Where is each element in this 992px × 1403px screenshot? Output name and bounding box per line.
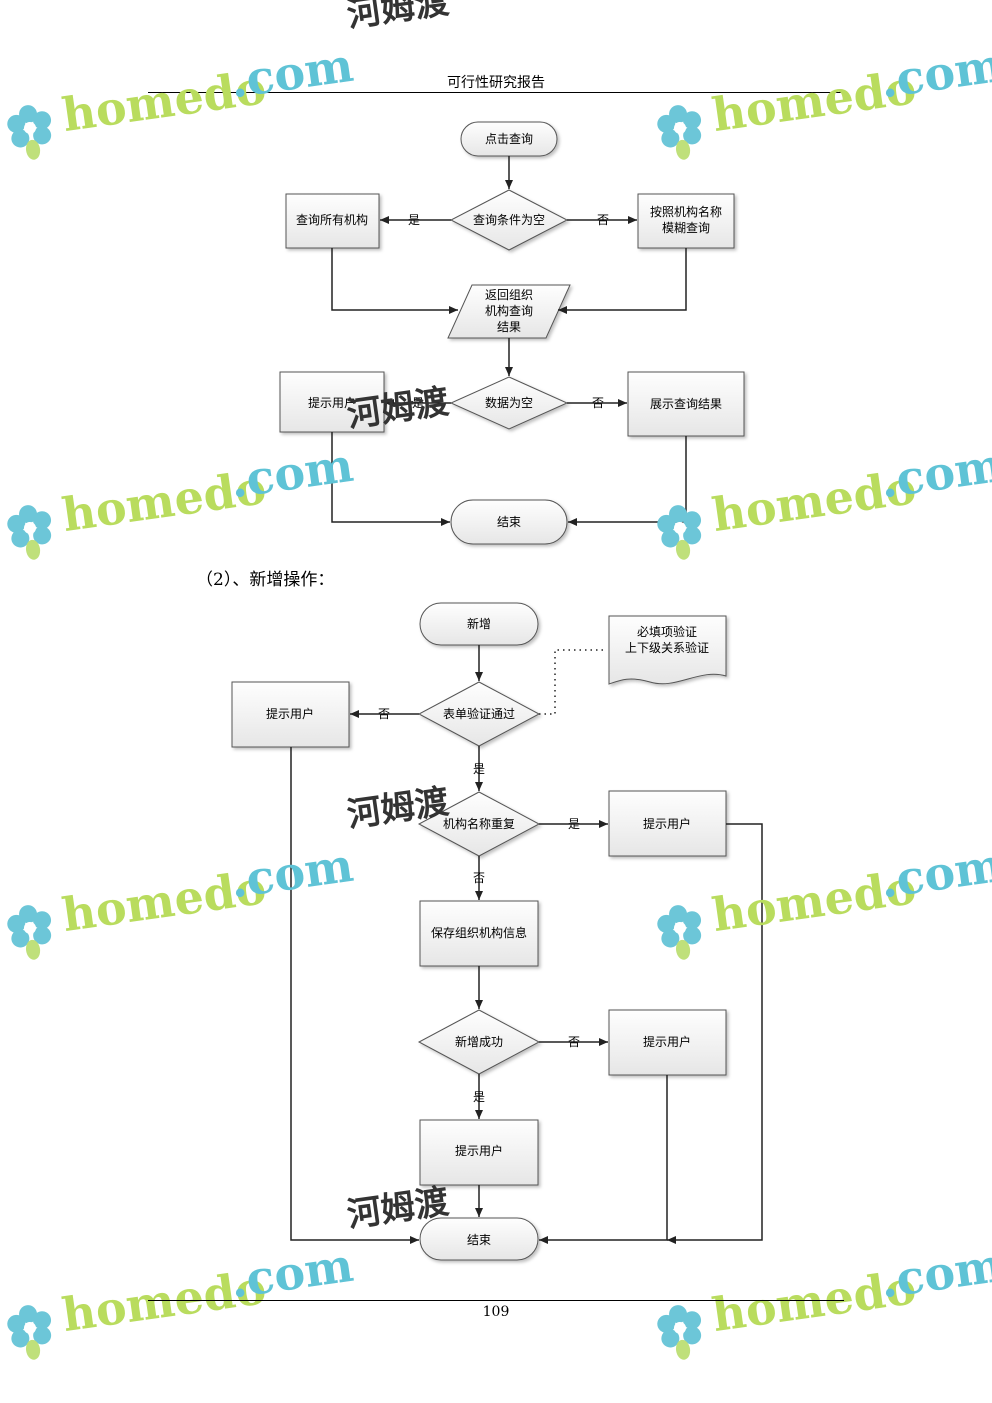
f1-result-label-1: 返回组织 — [485, 288, 533, 302]
watermark-flower-icon — [7, 905, 52, 960]
f1-cond2-diamond — [449, 376, 569, 430]
f2-cond1-label: 表单验证通过 — [443, 706, 515, 721]
f1-yes1-label: 是 — [408, 213, 420, 227]
section-caption: （2）、新增操作： — [196, 570, 335, 590]
f2-end-terminal — [419, 1217, 539, 1261]
watermark-right-1: homedo .com — [657, 38, 992, 160]
watermark-dotcom: .com — [227, 838, 357, 909]
f2-note-label-2: 上下级关系验证 — [625, 640, 709, 655]
f1-no1-label: 否 — [597, 213, 609, 227]
watermark-flower-icon — [657, 105, 702, 160]
f1-result-label-2: 机构查询 — [485, 303, 533, 318]
f2-no2-label: 否 — [473, 871, 485, 885]
f1-right-label-1: 按照机构名称 — [650, 204, 722, 219]
watermark-left-1: homedo .com 河姆渡 — [7, 0, 452, 160]
f1-prompt-box — [279, 371, 385, 433]
watermark-flower-icon — [7, 1305, 52, 1360]
f2-save-label: 保存组织机构信息 — [431, 925, 527, 940]
watermark-left-2: homedo .com 河姆渡 — [7, 382, 451, 560]
f2-note-label-1: 必填项验证 — [637, 624, 697, 639]
f1-cond1-label: 查询条件为空 — [473, 213, 545, 227]
f1-labels: 点击查询 查询条件为空 是 否 查询所有机构 按照机构名称 模糊查询 返回组织 … — [296, 132, 722, 529]
watermark-left-3: homedo .com 河姆渡 — [7, 782, 451, 960]
f2-prompt4-box — [419, 1119, 539, 1186]
f2-yes3-label: 是 — [473, 1090, 485, 1104]
f1-right-box — [637, 193, 735, 249]
f1-start-label: 点击查询 — [485, 132, 533, 146]
watermark-flower-icon — [657, 505, 702, 560]
f1-no2-label: 否 — [592, 396, 604, 410]
watermark-right-2: homedo .com — [657, 438, 992, 560]
flowchart-add — [231, 602, 727, 1261]
f2-note-document — [608, 615, 727, 685]
watermark-dotcom: .com — [877, 1238, 992, 1309]
watermark-dotcom: .com — [227, 1238, 357, 1309]
watermark-left-4: homedo .com 河姆渡 — [7, 1182, 451, 1360]
f1-end-terminal — [450, 499, 568, 545]
f1-result-parallelogram — [447, 284, 571, 339]
f2-prompt4-label: 提示用户 — [455, 1143, 503, 1158]
f1-end-label: 结束 — [497, 515, 521, 529]
f2-no1-label: 否 — [378, 707, 390, 721]
f2-labels: 新增 必填项验证 上下级关系验证 表单验证通过 否 是 提示用户 机构名称重复 … — [266, 616, 709, 1247]
f1-yes2-label: 是 — [412, 396, 424, 410]
watermark-flower-icon — [657, 905, 702, 960]
page-number: 109 — [482, 1304, 510, 1320]
f2-prompt3-box — [608, 1009, 727, 1076]
page-header-title: 可行性研究报告 — [447, 75, 545, 91]
f2-prompt2-box — [608, 790, 727, 857]
watermark-dotcom: .com — [227, 38, 357, 109]
f2-prompt1-box — [231, 681, 350, 748]
f2-cond2-label: 机构名称重复 — [443, 816, 515, 831]
f2-cond3-label: 新增成功 — [455, 1034, 503, 1049]
f1-show-label: 展示查询结果 — [650, 397, 722, 411]
f1-result-label-3: 结果 — [497, 320, 521, 334]
f2-save-box — [419, 900, 539, 967]
watermark-flower-icon — [7, 105, 52, 160]
f1-cond2-label: 数据为空 — [485, 395, 533, 410]
watermark-dotcom: .com — [877, 38, 992, 109]
f2-yes2-label: 是 — [568, 817, 580, 831]
footer-rule — [148, 1300, 844, 1301]
watermark-cn: 河姆渡 — [345, 0, 452, 36]
f2-prompt1-label: 提示用户 — [266, 706, 314, 721]
f1-cond1-diamond — [449, 189, 569, 251]
flowchart-query — [279, 121, 745, 545]
watermark-flower-icon — [657, 1305, 702, 1360]
f2-no3-label: 否 — [568, 1035, 580, 1049]
watermark-dotcom: .com — [877, 438, 992, 509]
watermark-flower-icon — [7, 505, 52, 560]
f2-connectors — [290, 645, 763, 1244]
f2-prompt3-label: 提示用户 — [643, 1034, 691, 1049]
f1-prompt-label: 提示用户 — [308, 395, 356, 410]
f2-prompt2-label: 提示用户 — [643, 816, 691, 831]
watermark-dotcom: .com — [877, 838, 992, 909]
watermark-dotcom: .com — [227, 438, 357, 509]
f2-yes1-label: 是 — [473, 762, 485, 776]
f2-end-label: 结束 — [467, 1233, 491, 1247]
f1-right-label-2: 模糊查询 — [662, 220, 710, 235]
f1-left-label: 查询所有机构 — [296, 212, 368, 227]
f1-left-box — [285, 193, 380, 249]
f2-start-label: 新增 — [467, 616, 491, 631]
header-rule — [148, 92, 844, 93]
